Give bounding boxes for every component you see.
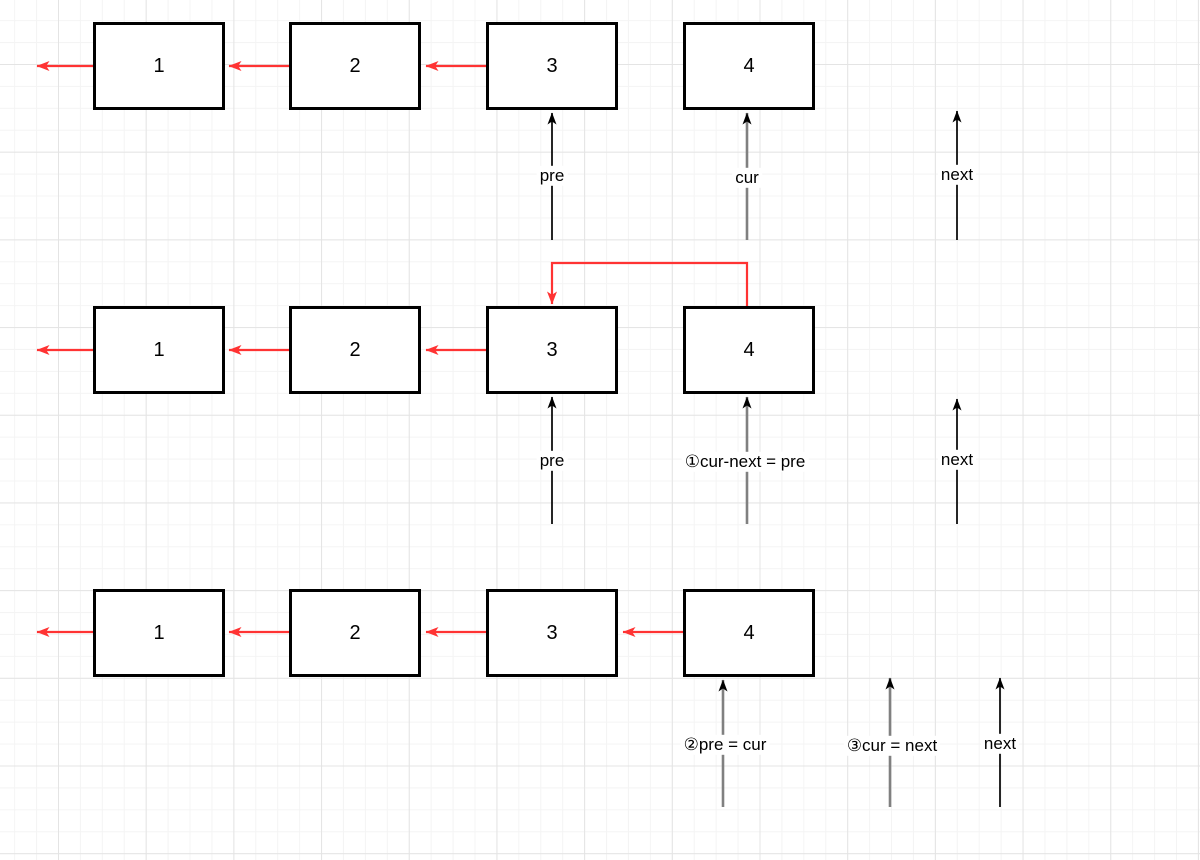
node-3-row3: 3 <box>486 589 618 677</box>
pointer-label-pre-row2: pre <box>536 450 568 472</box>
pointer-label-step2-row3: ②pre = cur <box>680 734 770 756</box>
pointer-label-step1-row2: ①cur-next = pre <box>681 451 809 473</box>
pointer-label-pre-row1: pre <box>536 165 568 187</box>
node-4-row1: 4 <box>683 22 815 110</box>
node-3-row1: 3 <box>486 22 618 110</box>
node-4-row3: 4 <box>683 589 815 677</box>
link-arrow-4-next-to-3-row2 <box>547 261 749 306</box>
node-3-row2: 3 <box>486 306 618 394</box>
pointer-label-step3-row3: ③cur = next <box>843 735 941 757</box>
pointer-label-next-row3: next <box>980 733 1020 755</box>
node-1-row1: 1 <box>93 22 225 110</box>
node-1-row3: 1 <box>93 589 225 677</box>
pointer-label-next-row2: next <box>937 449 977 471</box>
node-2-row3: 2 <box>289 589 421 677</box>
node-1-row2: 1 <box>93 306 225 394</box>
node-2-row2: 2 <box>289 306 421 394</box>
pointer-label-next-row1: next <box>937 164 977 186</box>
node-4-row2: 4 <box>683 306 815 394</box>
node-2-row1: 2 <box>289 22 421 110</box>
pointer-label-cur-row1: cur <box>732 167 762 189</box>
